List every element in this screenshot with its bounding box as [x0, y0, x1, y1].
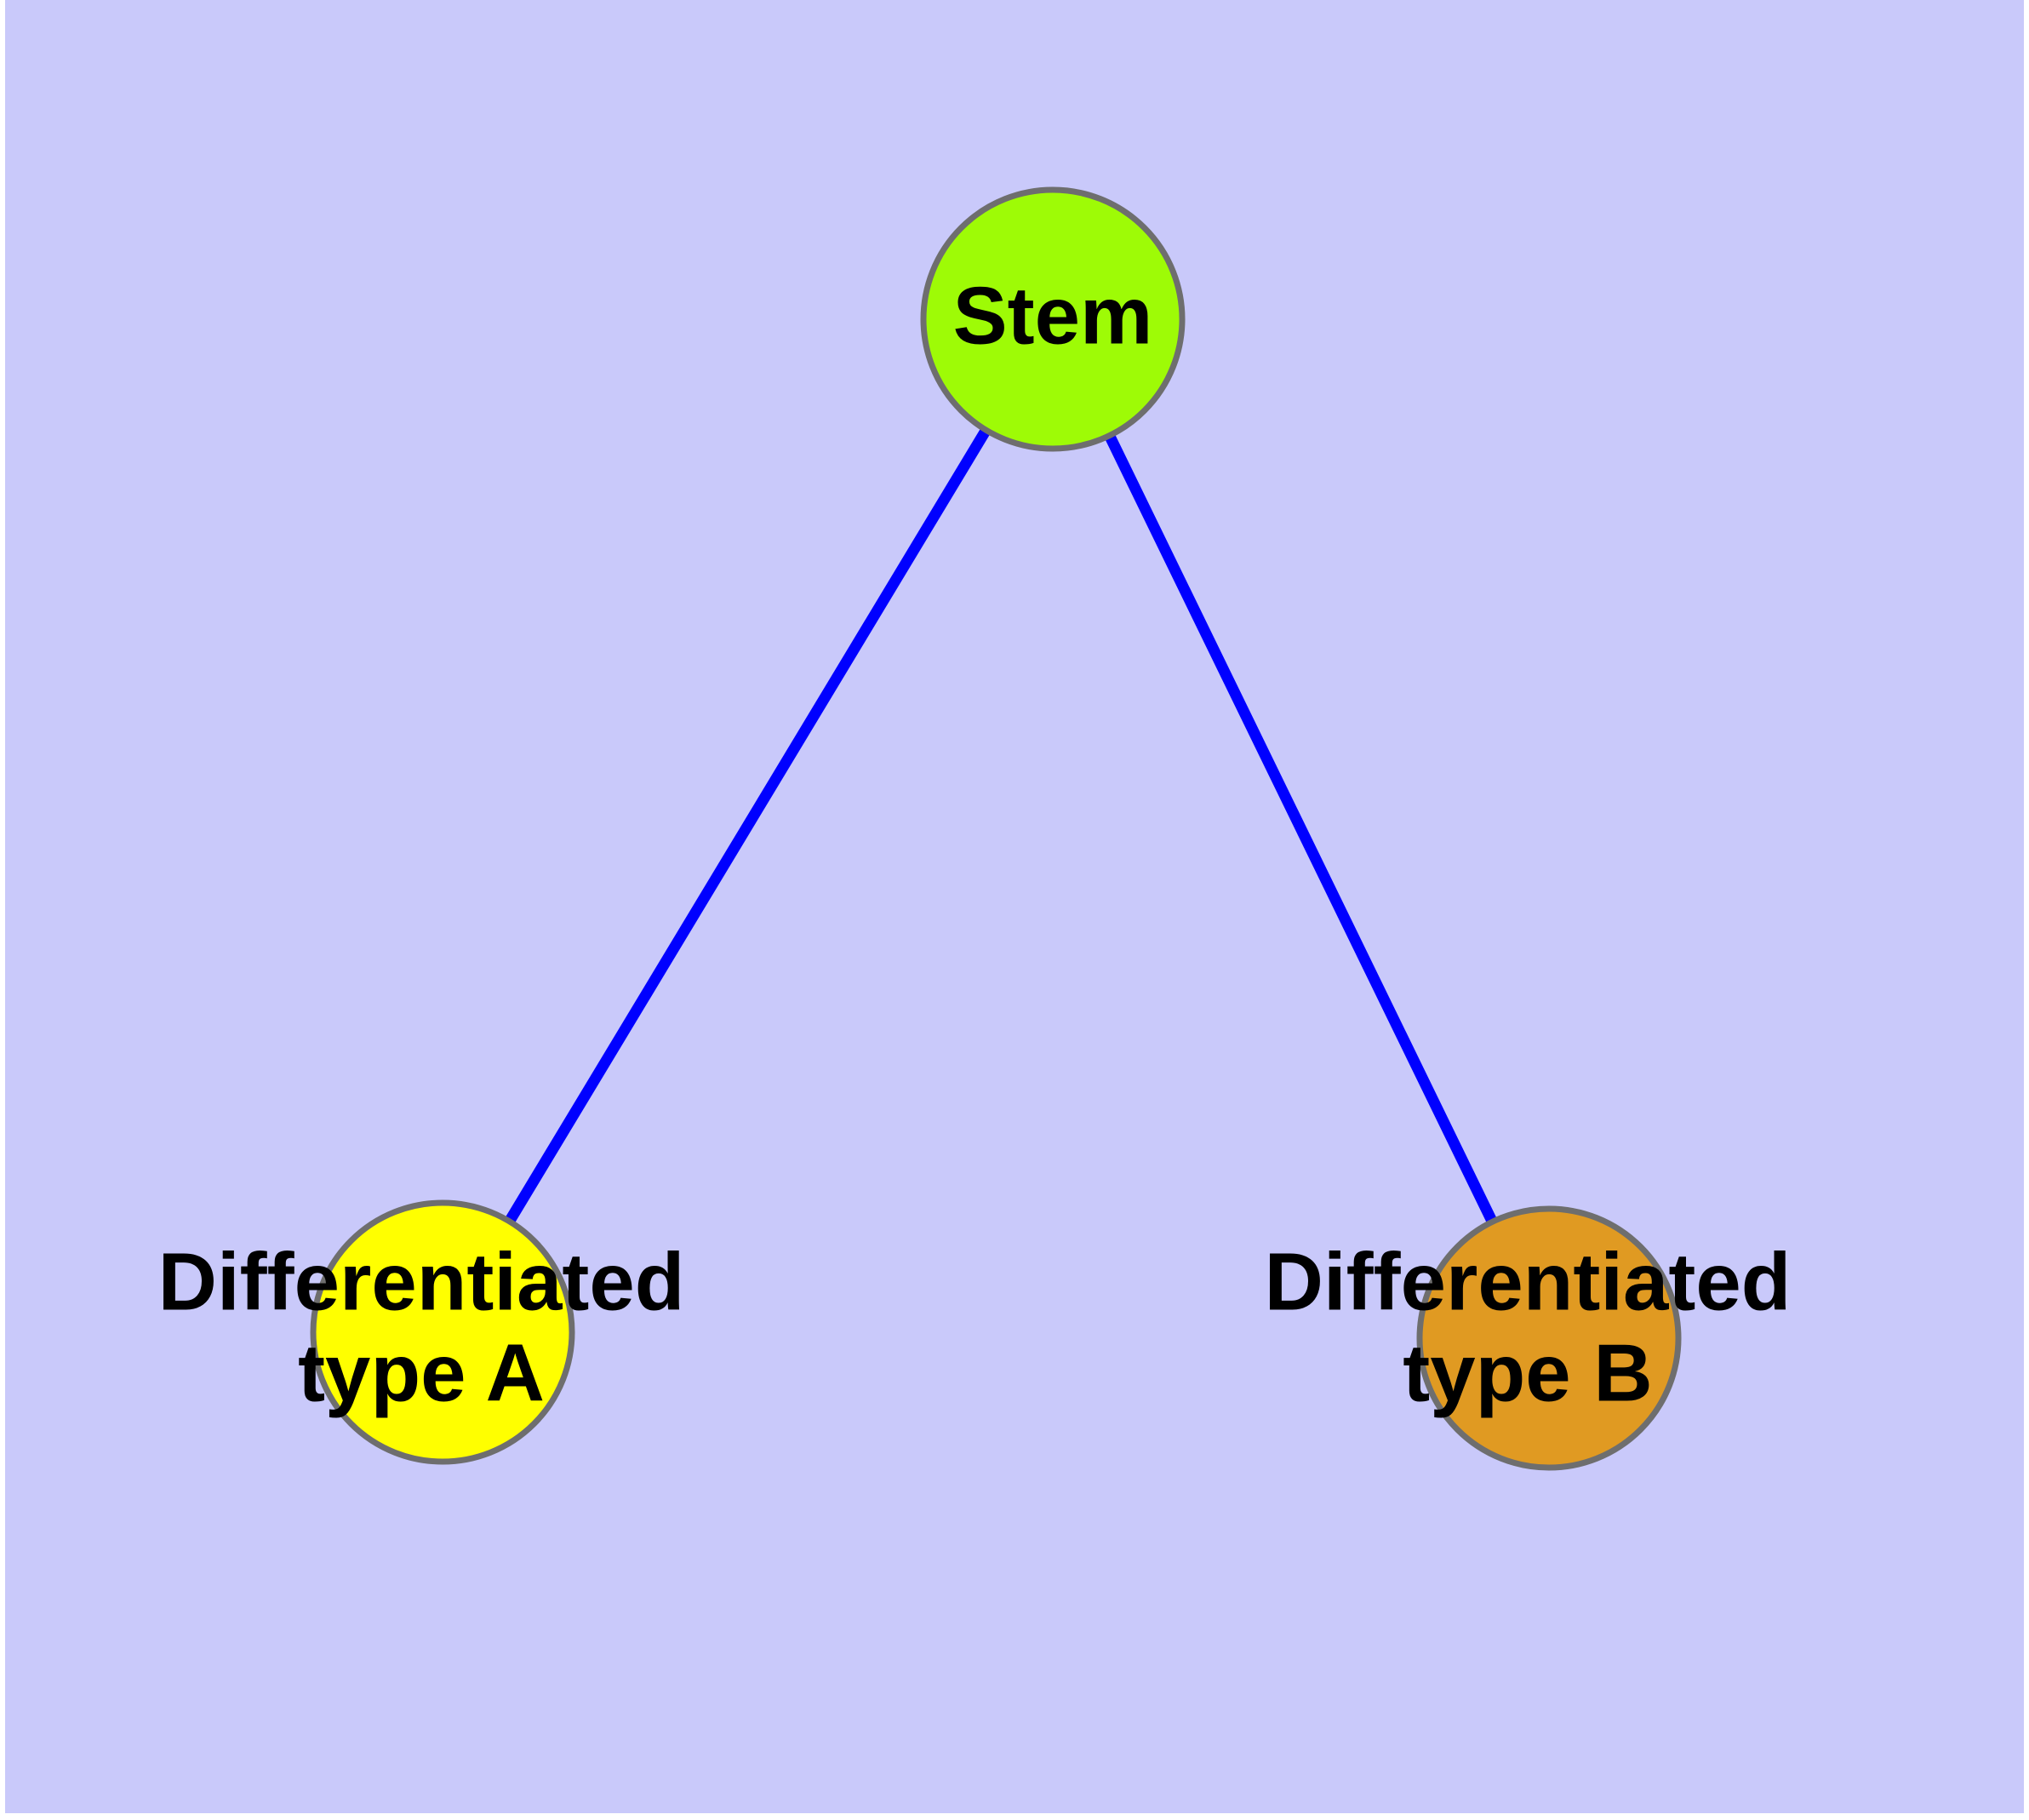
edge-stem-to-type-a[interactable] — [437, 316, 1058, 1336]
node-type-a-label-line2: type A — [298, 1327, 545, 1418]
node-stem-label: Stem — [953, 270, 1153, 361]
node-type-a-label-line1: Differentiated — [158, 1236, 685, 1327]
node-type-b[interactable] — [1416, 1205, 1682, 1471]
node-type-b-label-line2: type B — [1403, 1327, 1652, 1418]
label-group: Stem Differentiated type A Differentiate… — [158, 270, 1792, 1418]
node-group — [310, 186, 1682, 1471]
edge-stem-to-type-b[interactable] — [1048, 317, 1554, 1341]
node-type-b-label-line1: Differentiated — [1265, 1236, 1792, 1327]
node-type-a-circle[interactable] — [310, 1199, 575, 1465]
node-stem[interactable] — [920, 186, 1186, 452]
edge-group — [437, 316, 1554, 1341]
node-type-a[interactable] — [310, 1199, 575, 1465]
node-type-b-circle[interactable] — [1416, 1205, 1682, 1471]
node-stem-circle[interactable] — [920, 186, 1186, 452]
